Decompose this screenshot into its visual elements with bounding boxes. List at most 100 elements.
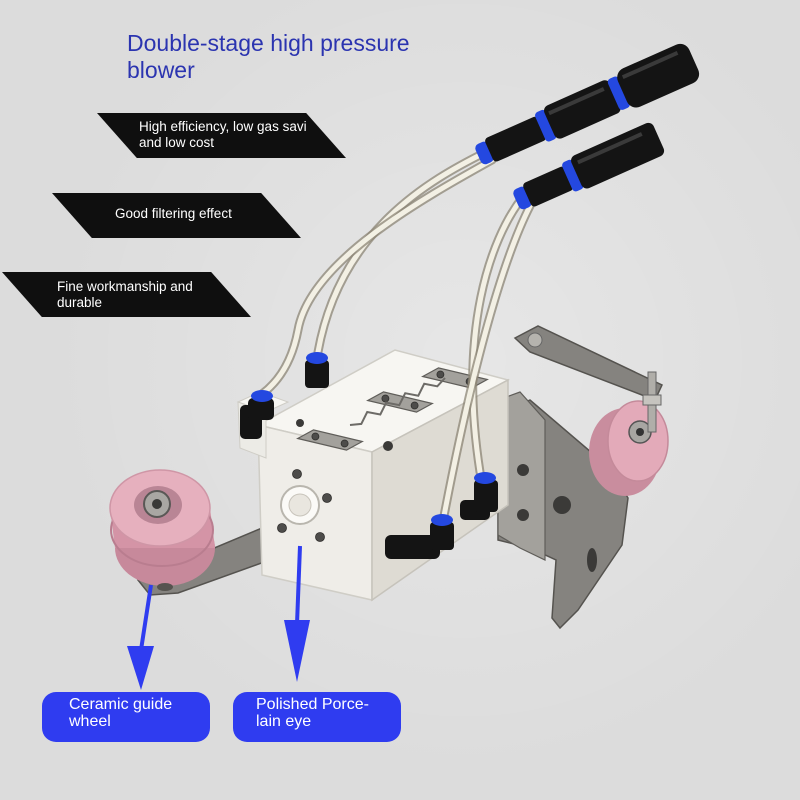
left-mount-arm (136, 527, 293, 596)
fitting-highlight (548, 87, 605, 116)
fitting-body (523, 166, 574, 207)
hinge-assembly (296, 367, 489, 451)
air-tubes (257, 147, 535, 521)
callout-text-line: wheel (69, 713, 111, 730)
housing-front-face (257, 424, 373, 601)
wheel-groove (110, 493, 214, 567)
right-ceramic-wheel (589, 371, 669, 496)
fitting-body (617, 43, 700, 108)
feature-banner-durable: Fine workmanship and durable (2, 272, 251, 317)
push-fitting-bottom (385, 514, 454, 559)
feature-text-line: Good filtering effect (115, 206, 232, 221)
air-tube (468, 193, 527, 477)
fitting-body (460, 500, 490, 520)
wheel-face (109, 469, 211, 547)
callout-text-line: lain eye (256, 713, 312, 730)
tension-spring (349, 377, 446, 426)
hinge-screw (340, 439, 349, 448)
air-tube (313, 147, 491, 357)
feature-text-line: and low cost (139, 135, 215, 150)
fitting-blue-ring (562, 159, 584, 192)
housing-block (236, 349, 511, 602)
feature-banner-filtering: Good filtering effect (52, 193, 301, 238)
air-tube-highlight (470, 195, 525, 475)
top-screw-hole (296, 419, 304, 427)
push-fitting-left-wing (240, 390, 274, 439)
eye-screw (315, 532, 325, 542)
bracket-hole (553, 496, 571, 514)
housing-side-face (371, 378, 509, 602)
eye-screw (277, 523, 287, 533)
wheel-bolt (157, 583, 173, 591)
fitting-highlight (577, 132, 643, 165)
callout-ceramic-guide-wheel: Ceramic guide wheel (42, 692, 210, 742)
fitting-body (385, 535, 440, 559)
fitting-blue-ring (251, 390, 273, 402)
fitting-body (248, 398, 274, 420)
wheel-hub-recess (134, 486, 182, 524)
fitting-body (485, 116, 547, 162)
fitting-blue-ring (306, 352, 328, 364)
hinge-screw (465, 377, 474, 386)
fitting-blue-ring (431, 514, 453, 526)
eye-screw (292, 469, 302, 479)
feature-text-line: High efficiency, low gas savi (139, 119, 307, 134)
top-screw-hole (383, 441, 393, 451)
wheel-rim (110, 508, 215, 548)
feature-banner-efficiency: High efficiency, low gas savi and low co… (97, 113, 346, 158)
wheel-bearing (143, 490, 171, 518)
product-title-line: blower (127, 57, 195, 83)
fitting-body (305, 360, 329, 388)
air-tube-highlight (315, 149, 489, 355)
hinge-screw (436, 370, 445, 379)
air-tube-highlight (259, 157, 495, 397)
product-title-line: Double-stage high pressure (127, 30, 410, 56)
stud-nut (642, 394, 662, 406)
bracket-slot (587, 548, 597, 572)
fitting-blue-ring (607, 76, 630, 110)
fitting-blue-ring (513, 186, 532, 210)
wheel-axle (152, 499, 162, 509)
callout-porcelain-eye: Polished Porce- lain eye (233, 692, 401, 742)
porcelain-eye-outer (280, 485, 320, 525)
air-tube-highlight (441, 203, 533, 519)
bracket-plate (497, 391, 546, 561)
wheel-bottom (115, 510, 215, 586)
hinge-screw (381, 394, 390, 403)
bracket-hole (517, 509, 529, 521)
wheel-axle (636, 428, 644, 436)
hinge-screw (311, 432, 320, 441)
wheel-hub (628, 420, 652, 444)
hinge-plate (421, 367, 489, 389)
blower-stage-upper (475, 43, 700, 165)
guide-wheel-arrow-shaft (139, 584, 153, 651)
porcelain-eye-arrow-head (284, 620, 310, 682)
guide-wheel-arrow-head (127, 646, 154, 690)
bracket-hole (517, 464, 529, 476)
callout-text-line: Polished Porce- (256, 696, 369, 713)
adjustment-stud (647, 371, 657, 433)
fitting-blue-ring (474, 472, 496, 484)
fitting-body (430, 522, 454, 550)
wheel-face (607, 400, 669, 482)
eye-screw (322, 493, 332, 503)
blower-stage-lower (513, 122, 665, 210)
air-tube (439, 201, 535, 521)
feature-text-line: Fine workmanship and (57, 279, 193, 294)
hinge-plate (366, 391, 434, 413)
right-bracket (497, 399, 629, 630)
fitting-highlight (621, 51, 679, 80)
push-fitting-side (460, 472, 498, 520)
porcelain-eye-inner (288, 493, 312, 517)
push-fitting-front-top (305, 352, 329, 388)
product-title: Double-stage high pressure blower (127, 30, 410, 84)
fitting-blue-ring (475, 141, 494, 165)
feature-text-line: durable (57, 295, 103, 310)
left-ceramic-wheel (109, 469, 215, 591)
housing-wing-front (237, 401, 267, 459)
housing-wing-top (236, 391, 290, 413)
fitting-body (240, 405, 262, 439)
fitting-body (571, 122, 665, 189)
arm-bolt (527, 332, 543, 348)
callout-text-line: Ceramic guide (69, 696, 173, 713)
